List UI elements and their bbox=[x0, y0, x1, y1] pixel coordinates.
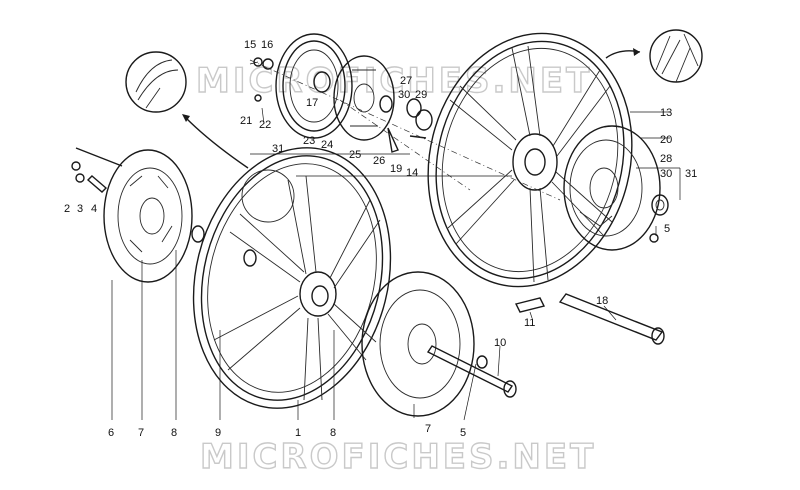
front-wheel bbox=[192, 147, 392, 409]
watermark-bottom: MICROFICHES.NET bbox=[200, 437, 596, 477]
callout-10: 10 bbox=[494, 337, 506, 349]
callout-30-right: 30 bbox=[660, 168, 672, 180]
rear-brake-drum bbox=[563, 125, 661, 251]
callout-25: 25 bbox=[349, 149, 361, 161]
brake-shoe-assembly bbox=[275, 33, 353, 139]
callout-27: 27 bbox=[400, 75, 412, 87]
callout-19: 19 bbox=[390, 163, 402, 175]
callout-30-top: 30 bbox=[398, 89, 410, 101]
callout-2: 2 bbox=[64, 203, 70, 215]
callout-11: 11 bbox=[524, 317, 535, 329]
callout-17: 17 bbox=[306, 97, 318, 109]
disc-bolts bbox=[71, 147, 205, 243]
callout-24: 24 bbox=[321, 139, 333, 151]
leader-lines bbox=[111, 61, 681, 421]
callout-7-left: 7 bbox=[138, 427, 144, 439]
callout-29: 29 bbox=[415, 89, 427, 101]
callout-22: 22 bbox=[259, 119, 271, 131]
rear-detail-inset bbox=[605, 29, 703, 83]
callout-20: 20 bbox=[660, 134, 672, 146]
rear-axle bbox=[558, 293, 665, 345]
callout-18: 18 bbox=[596, 295, 608, 307]
front-brake-disc-right bbox=[361, 271, 475, 417]
callout-3: 3 bbox=[77, 203, 83, 215]
callout-7-right: 7 bbox=[425, 423, 431, 435]
callout-1: 1 bbox=[295, 427, 301, 439]
callout-8-center: 8 bbox=[330, 427, 336, 439]
sprocket-bearing bbox=[649, 194, 669, 243]
callout-23: 23 bbox=[303, 135, 315, 147]
callout-numbers: 15 16 21 22 17 23 24 31 25 27 30 29 26 1… bbox=[64, 39, 697, 439]
front-detail-inset bbox=[125, 51, 295, 223]
callout-26: 26 bbox=[373, 155, 385, 167]
callout-15: 15 bbox=[244, 39, 256, 51]
front-brake-disc-left bbox=[103, 149, 193, 283]
callout-5-bottom: 5 bbox=[460, 427, 466, 439]
callout-13: 13 bbox=[660, 107, 672, 119]
rear-wheel bbox=[427, 32, 633, 288]
callout-5-right: 5 bbox=[664, 223, 670, 235]
callout-21: 21 bbox=[240, 115, 252, 127]
chain-adjuster bbox=[514, 297, 546, 313]
callout-28: 28 bbox=[660, 153, 672, 165]
callout-16: 16 bbox=[261, 39, 273, 51]
callout-8-left: 8 bbox=[171, 427, 177, 439]
hub-axis bbox=[249, 59, 561, 201]
watermark-top: MICROFICHES.NET bbox=[196, 61, 592, 101]
callout-31-right: 31 bbox=[685, 168, 697, 180]
callout-31-top: 31 bbox=[272, 143, 284, 155]
callout-4: 4 bbox=[91, 203, 97, 215]
callout-6: 6 bbox=[108, 427, 114, 439]
callout-14: 14 bbox=[406, 167, 418, 179]
callout-9: 9 bbox=[215, 427, 221, 439]
front-axle bbox=[426, 345, 517, 398]
